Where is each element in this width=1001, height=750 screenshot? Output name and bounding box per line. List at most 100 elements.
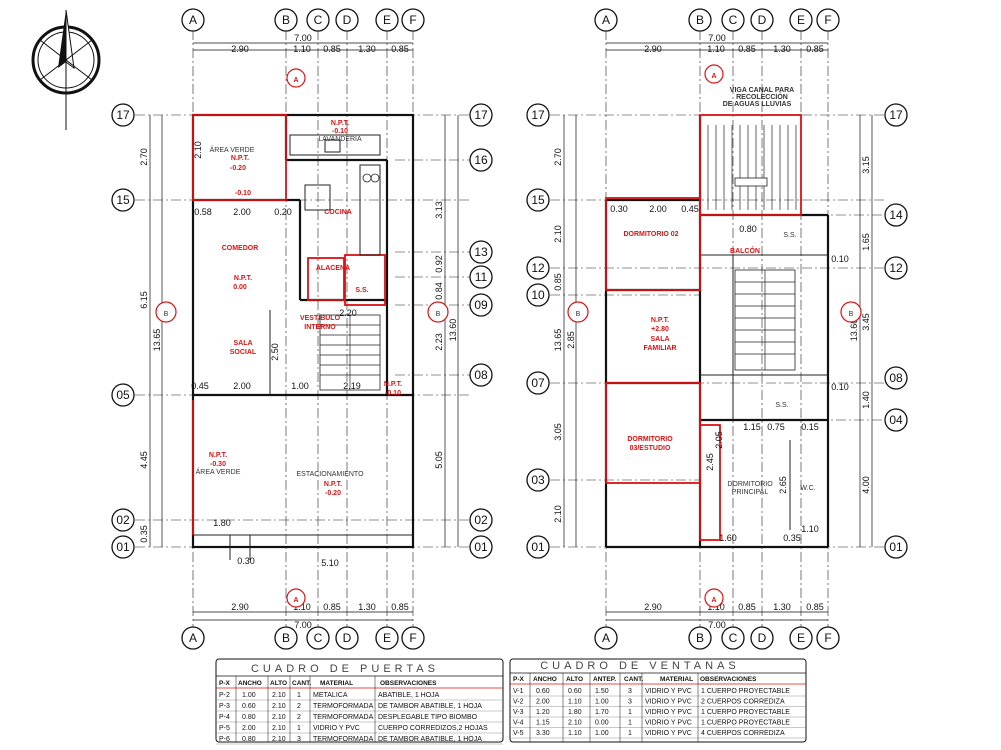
svg-text:CANT.: CANT.	[624, 676, 643, 683]
svg-text:14: 14	[889, 208, 903, 222]
svg-text:3.13: 3.13	[434, 201, 444, 219]
svg-text:1.30: 1.30	[358, 602, 376, 612]
ss-top-label: S.S.	[783, 232, 796, 239]
svg-text:01: 01	[474, 540, 488, 554]
door-table-header: P-X ANCHO ALTO CANT. MATERIAL OBSERVACIO…	[219, 680, 437, 687]
table-cell: 3	[628, 699, 632, 706]
table-cell: VIDRIO Y PVC	[645, 688, 692, 695]
balcony-hatch	[707, 125, 797, 210]
grid-bubble-e: E	[375, 8, 399, 32]
svg-text:04: 04	[889, 413, 903, 427]
grid-bubble-15: 15	[111, 188, 135, 212]
table-cell: V-2	[513, 699, 524, 706]
grid-bubble-01: 01	[469, 535, 493, 559]
grid-bubble-b: B	[688, 8, 712, 32]
svg-text:03: 03	[531, 473, 545, 487]
table-cell: 2.00	[536, 699, 550, 706]
note-recoleccion: RECOLECCIÓN	[736, 92, 788, 101]
section-marker-b-left-2: B	[567, 301, 589, 323]
grid-rows-right-2: 17 14 12 08 04 01	[884, 103, 908, 559]
grid-bubble-c: C	[721, 8, 745, 32]
section-marker-a-bottom-2: A	[704, 588, 724, 608]
window-schedule-table: CUADRO DE VENTANAS P-X ANCHO ALTO ANTEP.…	[509, 658, 807, 743]
table-cell: TERMOFORMADA	[313, 736, 374, 743]
area-verde-bottom-label: ÁREA VERDE	[196, 467, 241, 476]
svg-text:1.30: 1.30	[358, 44, 376, 54]
svg-text:0.85: 0.85	[323, 44, 341, 54]
svg-text:10: 10	[531, 288, 545, 302]
svg-text:1.10: 1.10	[293, 44, 311, 54]
alacena-label: ALACENA	[316, 265, 350, 272]
svg-text:2.90: 2.90	[231, 602, 249, 612]
svg-text:5.10: 5.10	[321, 558, 339, 568]
table-cell: DESPLEGABLE TIPO BIOMBO	[378, 714, 478, 721]
interno-label: INTERNO	[304, 324, 336, 331]
svg-text:A: A	[711, 597, 716, 604]
npt-label: N.P.T.	[331, 120, 349, 127]
grid-bubble-11: 11	[469, 265, 493, 289]
svg-text:2.90: 2.90	[644, 602, 662, 612]
svg-text:4.00: 4.00	[861, 476, 871, 494]
svg-text:13.60: 13.60	[849, 319, 859, 342]
table-cell: VIDRIO Y PVC	[645, 730, 692, 737]
table-cell: 0.80	[242, 736, 256, 743]
npt-label: N.P.T.	[234, 275, 252, 282]
svg-text:17: 17	[889, 108, 903, 122]
svg-text:12: 12	[889, 261, 903, 275]
npt-label: N.P.T.	[324, 481, 342, 488]
table-cell: 2.10	[568, 720, 582, 727]
grid-bubble-f: F	[401, 626, 425, 650]
inner-dimensions: 2.10 0.58 2.00 0.20 2.20 2.50 0.45 2.00 …	[191, 141, 361, 568]
svg-text:0.80: 0.80	[739, 224, 757, 234]
svg-text:13: 13	[474, 245, 488, 259]
table-cell: 2.10	[272, 725, 286, 732]
svg-text:2.19: 2.19	[343, 381, 361, 391]
svg-text:2.05: 2.05	[714, 431, 724, 449]
svg-text:08: 08	[474, 368, 488, 382]
section-marker-a-top: A	[286, 68, 306, 88]
svg-text:OBSERVACIONES: OBSERVACIONES	[380, 680, 437, 687]
svg-text:C: C	[314, 13, 323, 27]
svg-text:B: B	[164, 311, 169, 318]
table-cell: DE TAMBOR ABATIBLE, 1 HOJA	[378, 703, 482, 710]
svg-text:CANT.: CANT.	[292, 680, 311, 687]
table-cell: 0.60	[536, 688, 550, 695]
svg-text:1.10: 1.10	[801, 524, 819, 534]
upper-floor-plan: A B C D E F A B C D E F 7.00 2.90 1.10 0…	[526, 8, 908, 650]
svg-text:B: B	[696, 631, 704, 645]
svg-text:0.10: 0.10	[831, 382, 849, 392]
svg-text:ANCHO: ANCHO	[238, 680, 262, 687]
svg-text:1.80: 1.80	[213, 518, 231, 528]
right-dimensions-2: 3.15 1.65 3.45 13.60 1.40 4.00	[849, 115, 873, 547]
grid-bubble-08: 08	[884, 366, 908, 390]
table-cell: VIDRIO Y PVC	[313, 725, 360, 732]
table-cell: 4 CUERPOS CORREDIZA	[701, 730, 785, 737]
svg-text:0.30: 0.30	[610, 204, 628, 214]
ground-floor-plan: A B C D E F A B C D E F 7.00 2.90 1.10 0…	[111, 8, 493, 650]
svg-text:B: B	[282, 631, 290, 645]
svg-text:12: 12	[531, 261, 545, 275]
table-cell: ABATIBLE, 1 HOJA	[378, 692, 440, 699]
familiar-label: FAMILIAR	[643, 345, 676, 352]
table-cell: 2.10	[272, 692, 286, 699]
grid-rows-left-2: 17 15 12 10 07 03 01	[526, 103, 550, 559]
table-cell: V-1	[513, 688, 524, 695]
window-table-header: P-X ANCHO ALTO ANTEP. CANT. MATERIAL OBS…	[513, 676, 757, 683]
svg-text:0.45: 0.45	[191, 381, 209, 391]
table-cell: 1	[628, 709, 632, 716]
svg-text:2.10: 2.10	[553, 225, 563, 243]
svg-text:0.85: 0.85	[553, 273, 563, 291]
table-cell: 1.00	[595, 699, 609, 706]
svg-text:4.45: 4.45	[139, 451, 149, 469]
svg-text:ANCHO: ANCHO	[533, 676, 557, 683]
table-cell: 0.00	[595, 720, 609, 727]
top-dimensions-2: 7.00 2.90 1.10 0.85 1.30 0.85	[606, 33, 828, 54]
ss-mid-label: S.S.	[775, 402, 788, 409]
svg-text:D: D	[758, 13, 767, 27]
table-cell: V-5	[513, 730, 524, 737]
svg-text:2.90: 2.90	[644, 44, 662, 54]
table-cell: CUERPO CORREDIZOS,2 HOJAS	[378, 725, 488, 732]
npt-value: +2.80	[651, 326, 669, 333]
